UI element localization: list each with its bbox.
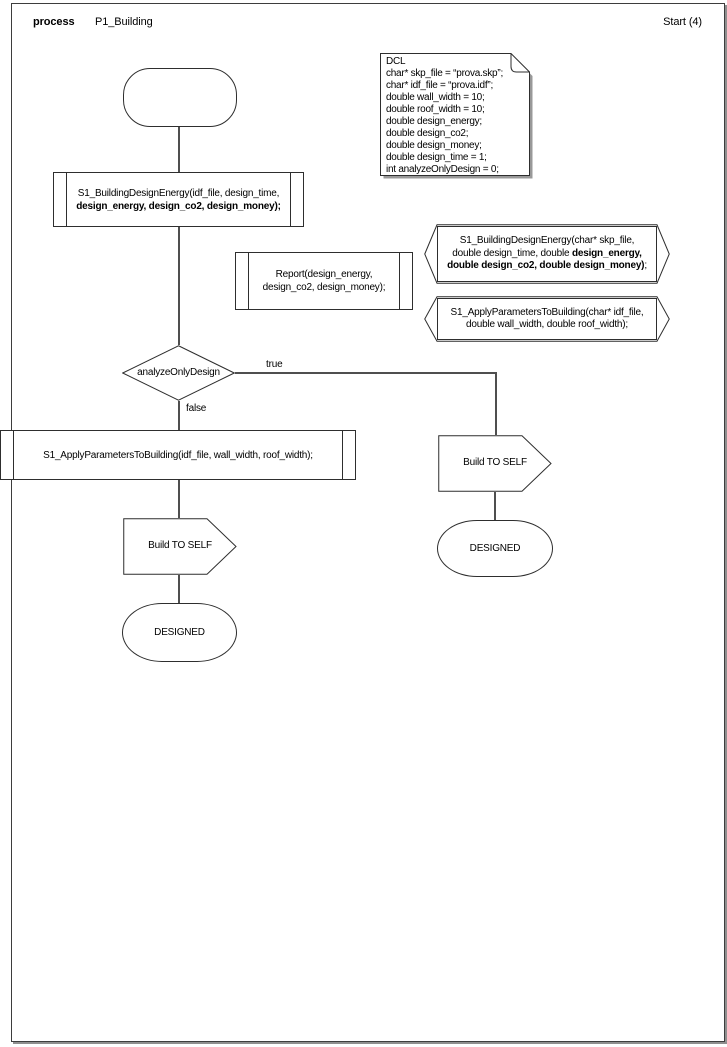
procedure-call-apply-params: S1_ApplyParametersToBuilding(idf_file, w… (0, 430, 356, 480)
signal-pentagon-outline (438, 435, 552, 492)
dcl-note: DCL char* skp_file = “prova.skp”; char* … (380, 53, 538, 183)
procedure-decl-design-energy-line3: double design_co2, double design_money); (447, 260, 647, 273)
decl-line3-tail: ; (644, 260, 647, 272)
state-designed-left: DESIGNED (122, 603, 237, 662)
state-designed-right: DESIGNED (437, 520, 553, 577)
procedure-decl-design-energy-line1: S1_BuildingDesignEnergy(char* skp_file, (460, 235, 635, 248)
procedure-call-design-energy: S1_BuildingDesignEnergy(idf_file, design… (53, 172, 304, 227)
decision-analyze-only-design: analyzeOnlyDesign (122, 345, 235, 401)
signal-build-to-self-right: Build TO SELF (438, 435, 552, 492)
connector-call-to-signal-left (178, 480, 180, 518)
diamond-shape (122, 345, 235, 401)
procedure-decl-apply-params: S1_ApplyParametersToBuilding(char* idf_f… (424, 296, 670, 342)
connector-signal-to-state-right (494, 492, 496, 520)
branch-true-label: true (266, 359, 283, 370)
connector-signal-to-state-left (178, 575, 180, 603)
header-process-name: P1_Building (95, 16, 153, 28)
decision-diamond-outline (122, 345, 235, 401)
procedure-call-report: Report(design_energy, design_co2, design… (235, 252, 413, 310)
decl-line2-bold: design_energy, (571, 247, 642, 259)
dcl-text: DCL char* skp_file = “prova.skp”; char* … (386, 56, 503, 175)
procedure-call-design-energy-line1: S1_BuildingDesignEnergy(idf_file, design… (77, 187, 280, 199)
procedure-call-apply-params-line1: S1_ApplyParametersToBuilding(idf_file, w… (43, 449, 313, 461)
signal-pentagon-outline (123, 518, 237, 575)
procedure-call-report-line1: Report(design_energy, (275, 269, 373, 280)
procedure-decl-apply-params-line2: double wall_width, double roof_width); (466, 319, 628, 330)
procedure-decl-design-energy-line2: double design_time, double design_energy… (452, 248, 642, 261)
state-designed-right-label: DESIGNED (469, 543, 521, 554)
signal-build-to-self-right-label: Build TO SELF (463, 457, 527, 469)
connector-start-to-call (178, 127, 180, 172)
procedure-decl-design-energy: S1_BuildingDesignEnergy(char* skp_file, … (424, 224, 670, 284)
signal-build-to-self-left-label: Build TO SELF (148, 540, 212, 552)
connector-false-branch (178, 401, 180, 430)
decl-line3-bold: double design_co2, double design_money) (447, 260, 645, 272)
connector-call-to-decision (178, 227, 180, 345)
connector-true-branch-horizontal (235, 372, 497, 374)
decl-line1-text: S1_BuildingDesignEnergy(char* skp_file, (459, 235, 635, 247)
branch-false-label: false (186, 403, 207, 414)
start-state (123, 68, 237, 127)
procedure-decl-design-energy-outline (424, 224, 670, 284)
header-page-ref: Start (4) (663, 16, 702, 28)
signal-build-to-self-left: Build TO SELF (123, 518, 237, 575)
decl-inner-rect (437, 226, 657, 282)
page-frame (11, 3, 725, 1042)
connector-true-branch-vertical (495, 372, 497, 435)
dcl-note-fold-icon (510, 53, 530, 73)
decision-label: analyzeOnlyDesign (137, 366, 220, 378)
decl-inner-rect (437, 298, 657, 340)
header-process-keyword: process (33, 16, 75, 28)
procedure-decl-apply-params-outline (424, 296, 670, 342)
dcl-note-outline (380, 53, 530, 176)
decl-line2-normal: double design_time, double (452, 247, 572, 259)
pentagon-shape (123, 518, 237, 575)
pentagon-shape (438, 435, 552, 492)
state-designed-left-label: DESIGNED (154, 627, 205, 638)
dcl-note-shape (380, 53, 533, 179)
procedure-call-design-energy-line2: design_energy, design_co2, design_money)… (76, 200, 281, 212)
procedure-decl-apply-params-line1: S1_ApplyParametersToBuilding(char* idf_f… (450, 306, 644, 318)
procedure-call-report-line2: design_co2, design_money); (262, 282, 386, 293)
